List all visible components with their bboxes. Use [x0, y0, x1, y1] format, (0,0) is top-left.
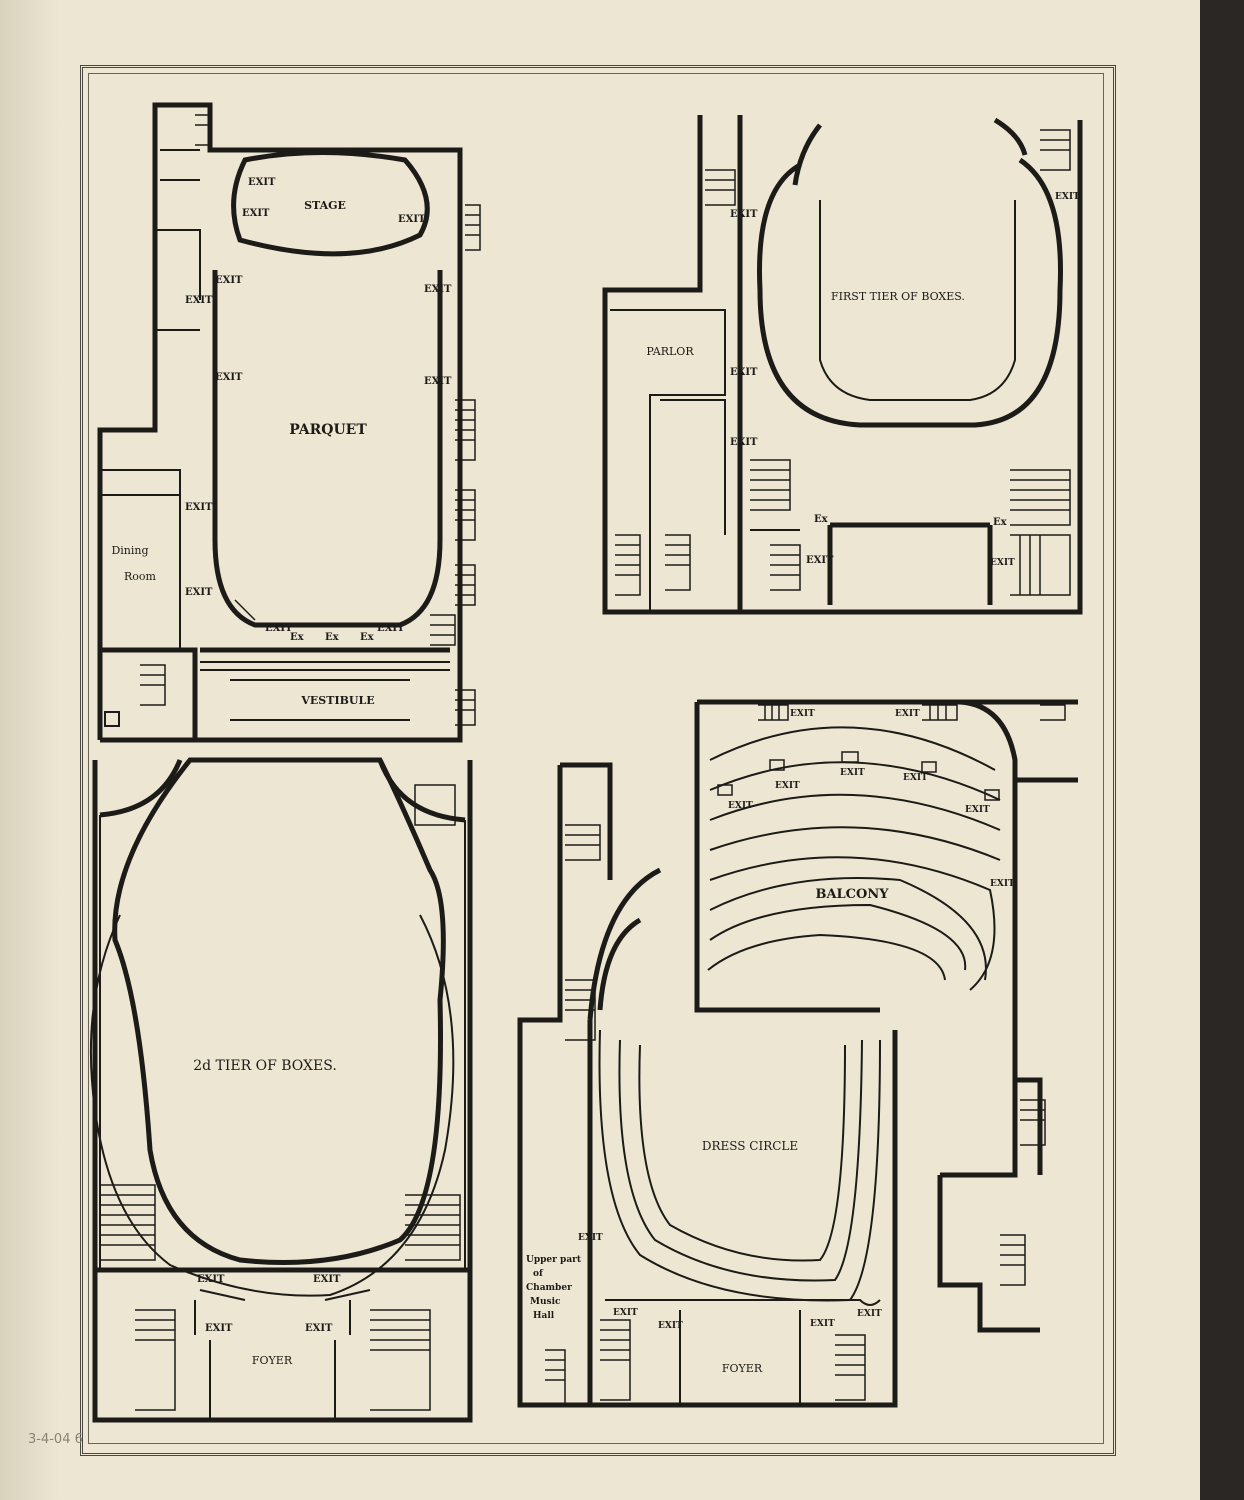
chamber-label: of	[533, 1269, 544, 1279]
chamber-label: Upper part	[526, 1255, 582, 1265]
exit-label: EXIT	[424, 376, 452, 387]
exit-label: EXIT	[730, 437, 758, 448]
dining-label-2: Room	[124, 570, 157, 583]
exit-label: EXIT	[185, 295, 213, 306]
parquet-label: PARQUET	[289, 422, 367, 438]
ex-label: Ex	[814, 514, 829, 525]
exit-label: EXIT	[215, 372, 243, 383]
binding-spine	[0, 0, 60, 1500]
exit-label: EXIT	[242, 208, 270, 219]
exit-label: EXIT	[377, 623, 405, 634]
chamber-label: Chamber	[526, 1283, 572, 1293]
exit-label: EXIT	[1055, 192, 1080, 202]
exit-label: EXIT	[215, 275, 243, 286]
first-tier-title: FIRST TIER OF BOXES.	[831, 290, 965, 303]
exit-label: EXIT	[775, 781, 800, 791]
exit-label: EXIT	[790, 709, 815, 719]
ex-label: Ex	[290, 632, 305, 643]
exit-label: EXIT	[903, 773, 928, 783]
dress-circle-label: DRESS CIRCLE	[702, 1139, 798, 1153]
exit-label: EXIT	[658, 1321, 683, 1331]
second-tier-title: 2d TIER OF BOXES.	[193, 1058, 337, 1074]
foyer-label: FOYER	[722, 1362, 763, 1375]
exit-label: EXIT	[728, 801, 753, 811]
chamber-label: Music	[530, 1297, 561, 1307]
exit-label: EXIT	[810, 1319, 835, 1329]
inner-border	[88, 73, 1104, 1444]
exit-label: EXIT	[185, 502, 213, 513]
chamber-label: Hall	[533, 1311, 555, 1321]
second-tier-plan	[89, 757, 473, 1423]
first-tier-plan	[602, 115, 1083, 615]
exit-label: EXIT	[197, 1274, 225, 1285]
parlor-label: PARLOR	[646, 345, 694, 358]
exit-label: EXIT	[613, 1308, 638, 1318]
exit-label: EXIT	[578, 1233, 603, 1243]
exit-label: EXIT	[990, 879, 1015, 889]
exit-label: EXIT	[205, 1323, 233, 1334]
foyer-label: FOYER	[252, 1354, 293, 1367]
exit-label: EXIT	[965, 805, 990, 815]
ex-label: Ex	[325, 632, 340, 643]
vestibule-label: VESTIBULE	[300, 694, 374, 707]
outer-border	[80, 65, 1116, 1456]
exit-label: EXIT	[857, 1309, 882, 1319]
exit-label: EXIT	[398, 214, 426, 225]
exit-label: EXIT	[730, 209, 758, 220]
exit-label: EXIT	[990, 558, 1015, 568]
ex-label: Ex	[993, 517, 1008, 528]
exit-label: EXIT	[305, 1323, 333, 1334]
dining-label-1: Dining	[111, 544, 148, 557]
parquet-plan	[97, 102, 481, 743]
exit-label: EXIT	[185, 587, 213, 598]
pencil-note: 3-4-04 6	[28, 1432, 83, 1447]
exit-label: EXIT	[806, 555, 834, 566]
exit-label: EXIT	[895, 709, 920, 719]
exit-label: EXIT	[313, 1274, 341, 1285]
ex-label: Ex	[360, 632, 375, 643]
exit-label: EXIT	[248, 177, 276, 188]
balcony-label: BALCONY	[815, 887, 889, 902]
exit-label: EXIT	[424, 284, 452, 295]
stage-label: STAGE	[304, 199, 346, 212]
exit-label: EXIT	[730, 367, 758, 378]
exit-label: EXIT	[840, 768, 865, 778]
exit-label: EXIT	[265, 623, 293, 634]
balcony-plan	[517, 699, 1078, 1408]
